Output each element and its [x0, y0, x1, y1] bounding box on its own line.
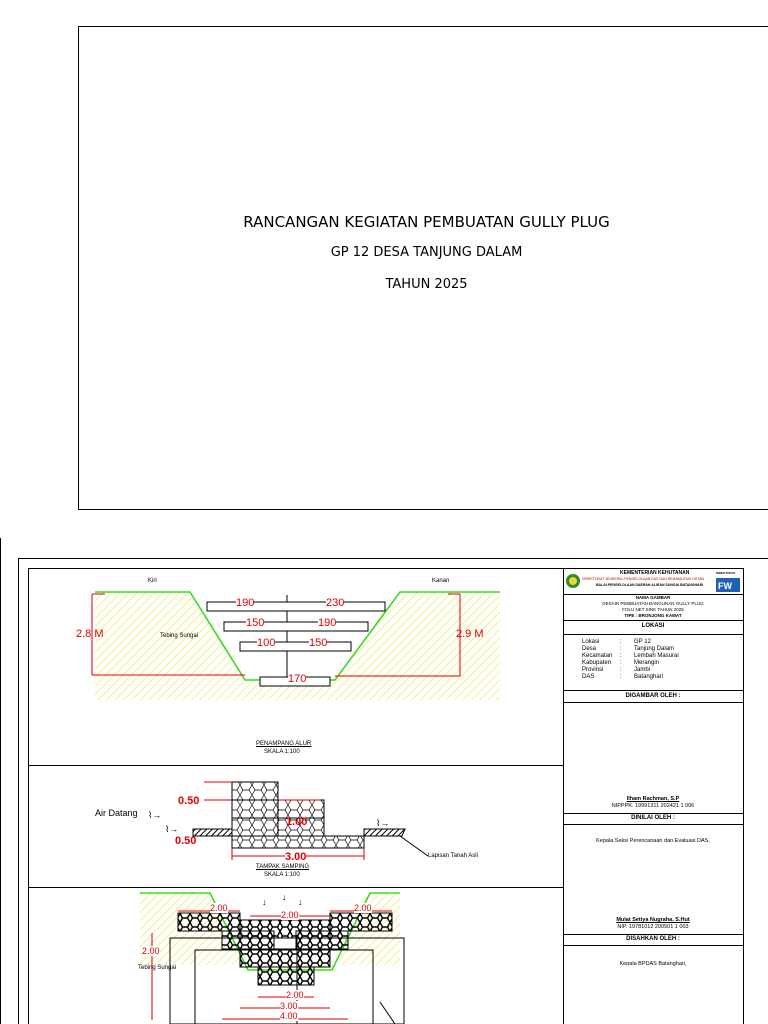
dim-050-top: 0.50 — [178, 795, 200, 807]
dim-200-height: 2.00 — [142, 946, 160, 956]
office-name: BALAI PENGELOLAAN DAERAH ALIRAN SUNGAI B… — [596, 583, 704, 587]
dim-150-left: 150 — [246, 617, 265, 629]
page-edge-line — [0, 538, 1, 1024]
location-row: Kecamatan:Lembah Masurai — [582, 653, 679, 659]
caption-side-view: TAMPAK SAMPING — [256, 864, 310, 870]
approved-by-header: DISAHKAN OLEH : — [626, 936, 680, 942]
label-river-bank: Tebing Sungai — [160, 633, 199, 639]
location-row: Lokasi:GP 12 — [582, 639, 651, 645]
dim-200-center: 2.00 — [281, 910, 299, 920]
svg-text:FW: FW — [718, 581, 732, 591]
assessed-by-name: Mulat Setiya Nugraha, S.Hut — [616, 917, 690, 923]
location-table: Lokasi:GP 12 Desa:Tanjung Dalam Kecamata… — [582, 639, 679, 681]
dim-300-base: 3.00 — [280, 1001, 298, 1011]
scale-side-view: SKALA 1:100 — [264, 872, 300, 878]
svg-text:⌇→: ⌇→ — [376, 818, 389, 828]
location-row: Desa:Tanjung Dalam — [582, 646, 675, 652]
scale-cross-section: SKALA 1:100 — [264, 749, 300, 755]
dim-300-length: 3.00 — [285, 851, 307, 863]
location-row: DAS:Batanghari — [582, 674, 664, 680]
assessed-by-nip: NIP. 19781012 200501 1 003 — [617, 924, 689, 930]
drawing-name-line1: DESAIN PEMBUATAN BANGUNAN GULLY PLUG — [602, 601, 704, 606]
dim-100: 100 — [257, 637, 276, 649]
label-left-bank: Kiri — [148, 578, 157, 584]
label-right-bank: Kanan — [432, 578, 450, 584]
assessed-by-header: DINILAI OLEH : — [631, 815, 675, 821]
caption-cross-section: PENAMPANG ALUR — [256, 741, 312, 747]
fwi-logo-icon — [716, 578, 740, 592]
drawing-name-line2: FOLU NET SINK TAHUN 2025 — [622, 607, 684, 612]
drawing-type: TIPE : BRONJONG KAWAT — [624, 613, 682, 618]
dim-190-right: 190 — [318, 617, 337, 629]
assessed-by-role: Kepala Seksi Perencanaan dan Evaluasi DA… — [596, 838, 710, 844]
dim-190-left: 190 — [236, 597, 255, 609]
dim-100-step: 1.00 — [286, 816, 308, 828]
location-row: Kabupaten:Merangin — [582, 660, 660, 666]
svg-text:⌇→: ⌇→ — [165, 824, 178, 834]
dim-230: 230 — [326, 597, 345, 609]
drawn-by-nip: NIPPPK. 19991311 202421 1 006 — [611, 803, 695, 809]
label-water-inflow: Air Datang — [95, 808, 138, 818]
dim-200-right: 2.00 — [354, 903, 372, 913]
ministry-name: KEMENTERIAN KEHUTANAN — [620, 570, 690, 576]
location-row: Provinsi:Jambi — [582, 667, 651, 673]
cover-year: TAHUN 2025 — [385, 277, 468, 292]
side-view: ⌇→ ⌇→ ⌇→ — [148, 781, 429, 860]
dim-050-bottom: 0.50 — [175, 835, 197, 847]
dim-170: 170 — [288, 673, 307, 685]
dim-400-base: 4.00 — [280, 1011, 298, 1021]
svg-text:↓: ↓ — [282, 892, 287, 902]
height-left: 2.8 M — [76, 628, 104, 640]
directorate-name: DIREKTORAT JENDERAL PENGELOLAAN DAS DAN … — [582, 577, 705, 581]
svg-text:↓: ↓ — [298, 897, 303, 907]
drawn-by-header: DIGAMBAR OLEH : — [625, 693, 681, 699]
drawn-by-name: Ilham Rachman, S.P — [626, 796, 680, 802]
front-view: ↓ ↓ ↓ — [140, 892, 405, 1024]
dim-150-right: 150 — [309, 637, 328, 649]
cover-subtitle: GP 12 DESA TANJUNG DALAM — [330, 245, 523, 260]
badge-text: DIREKTORAT — [716, 571, 736, 575]
dim-200-left: 2.00 — [210, 903, 228, 913]
drawing-name-label: NAMA GAMBAR — [635, 595, 671, 600]
height-right: 2.9 M — [456, 628, 484, 640]
svg-text:⌇→: ⌇→ — [148, 810, 161, 820]
location-header: LOKASI — [641, 623, 665, 629]
label-river-bank-front: Tebing Sungai — [138, 965, 177, 971]
cover-page: RANCANGAN KEGIATAN PEMBUATAN GULLY PLUG … — [78, 26, 768, 510]
svg-text:↓: ↓ — [262, 897, 267, 907]
dim-200-base: 2.00 — [286, 990, 304, 1000]
approved-by-role: Kepala BPDAS Batanghari, — [619, 961, 687, 967]
cover-title: RANCANGAN KEGIATAN PEMBUATAN GULLY PLUG — [243, 213, 610, 231]
label-native-soil: Lapisan Tanah Asli — [428, 853, 478, 859]
